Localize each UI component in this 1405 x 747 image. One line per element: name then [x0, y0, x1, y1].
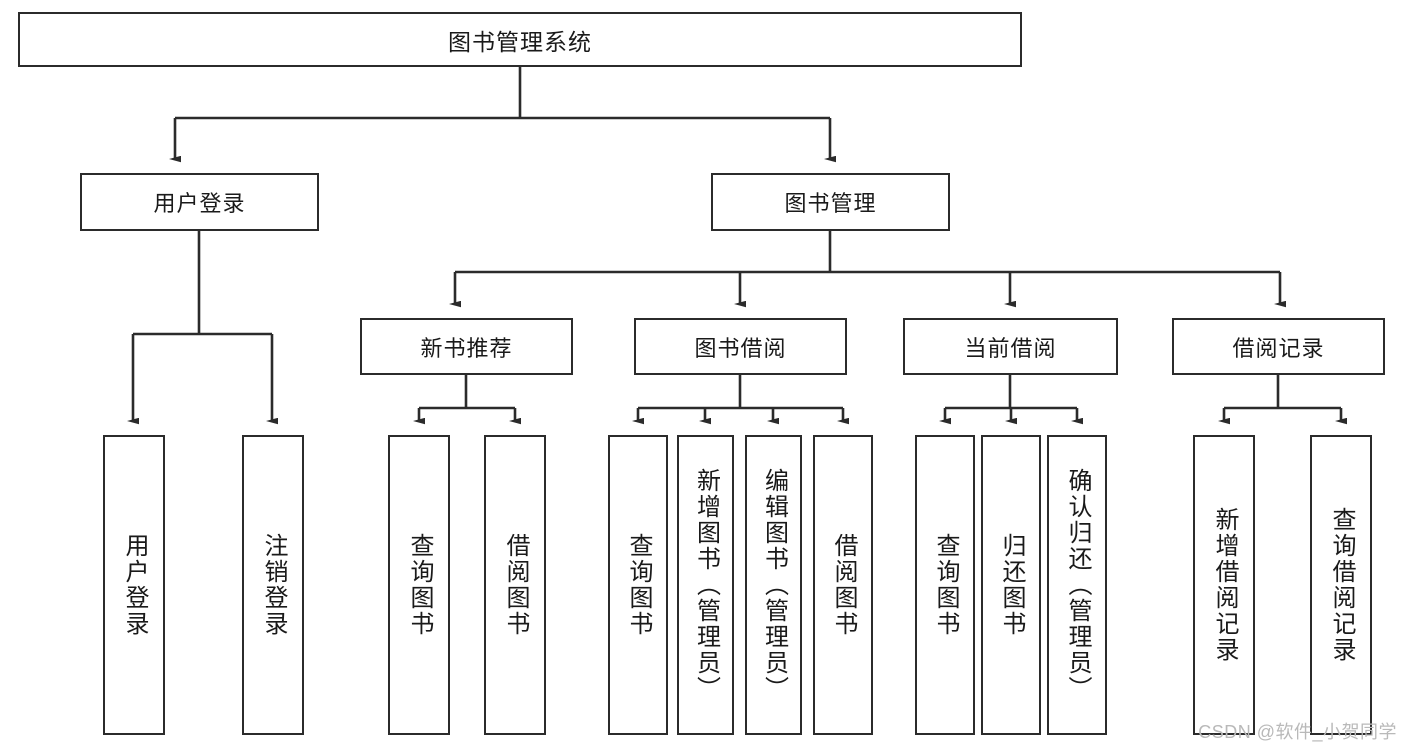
node-leaf-borrow-book-2-label: 借阅图书	[830, 533, 857, 637]
node-root-system[interactable]: 图书管理系统	[18, 12, 1022, 67]
node-user-login-label: 用户登录	[153, 191, 246, 216]
node-leaf-query-book-3[interactable]: 查询图书	[915, 435, 975, 735]
csdn-watermark: CSDN @软件_小贺同学	[1198, 722, 1397, 742]
node-leaf-borrow-book-2[interactable]: 借阅图书	[813, 435, 873, 735]
node-leaf-add-record[interactable]: 新增借阅记录	[1193, 435, 1255, 735]
node-leaf-add-record-label: 新增借阅记录	[1211, 507, 1238, 663]
node-new-book-recommend[interactable]: 新书推荐	[360, 318, 573, 375]
node-leaf-query-book-2[interactable]: 查询图书	[608, 435, 668, 735]
node-leaf-query-book-3-label: 查询图书	[932, 533, 959, 637]
node-leaf-query-record[interactable]: 查询借阅记录	[1310, 435, 1372, 735]
node-book-borrow[interactable]: 图书借阅	[634, 318, 847, 375]
node-leaf-confirm-return-label: 确认归还（管理员）	[1064, 468, 1091, 702]
node-book-manage-label: 图书管理	[784, 191, 877, 216]
node-leaf-borrow-book-1-label: 借阅图书	[502, 533, 529, 637]
node-borrow-record-label: 借阅记录	[1232, 335, 1325, 361]
node-book-borrow-label: 图书借阅	[694, 335, 787, 361]
node-leaf-edit-book[interactable]: 编辑图书（管理员）	[745, 435, 802, 735]
node-leaf-query-book-2-label: 查询图书	[625, 533, 652, 637]
node-leaf-edit-book-label: 编辑图书（管理员）	[760, 468, 788, 702]
node-current-borrow-label: 当前借阅	[964, 335, 1057, 361]
node-leaf-user-logout-label: 注销登录	[260, 533, 287, 637]
node-leaf-return-book[interactable]: 归还图书	[981, 435, 1041, 735]
node-leaf-query-book-1[interactable]: 查询图书	[388, 435, 450, 735]
node-leaf-query-record-label: 查询借阅记录	[1328, 507, 1355, 663]
node-root-label: 图书管理系统	[448, 28, 592, 55]
node-user-login[interactable]: 用户登录	[80, 173, 319, 231]
node-current-borrow[interactable]: 当前借阅	[903, 318, 1118, 375]
node-leaf-add-book[interactable]: 新增图书（管理员）	[677, 435, 734, 735]
node-leaf-user-login[interactable]: 用户登录	[103, 435, 165, 735]
node-leaf-confirm-return[interactable]: 确认归还（管理员）	[1047, 435, 1107, 735]
node-leaf-user-logout[interactable]: 注销登录	[242, 435, 304, 735]
node-new-book-recommend-label: 新书推荐	[420, 335, 513, 361]
node-book-manage[interactable]: 图书管理	[711, 173, 950, 231]
node-leaf-return-book-label: 归还图书	[998, 533, 1025, 637]
node-leaf-query-book-1-label: 查询图书	[406, 533, 433, 637]
node-leaf-user-login-label: 用户登录	[121, 533, 148, 637]
node-borrow-record[interactable]: 借阅记录	[1172, 318, 1385, 375]
node-leaf-add-book-label: 新增图书（管理员）	[692, 468, 720, 702]
node-leaf-borrow-book-1[interactable]: 借阅图书	[484, 435, 546, 735]
